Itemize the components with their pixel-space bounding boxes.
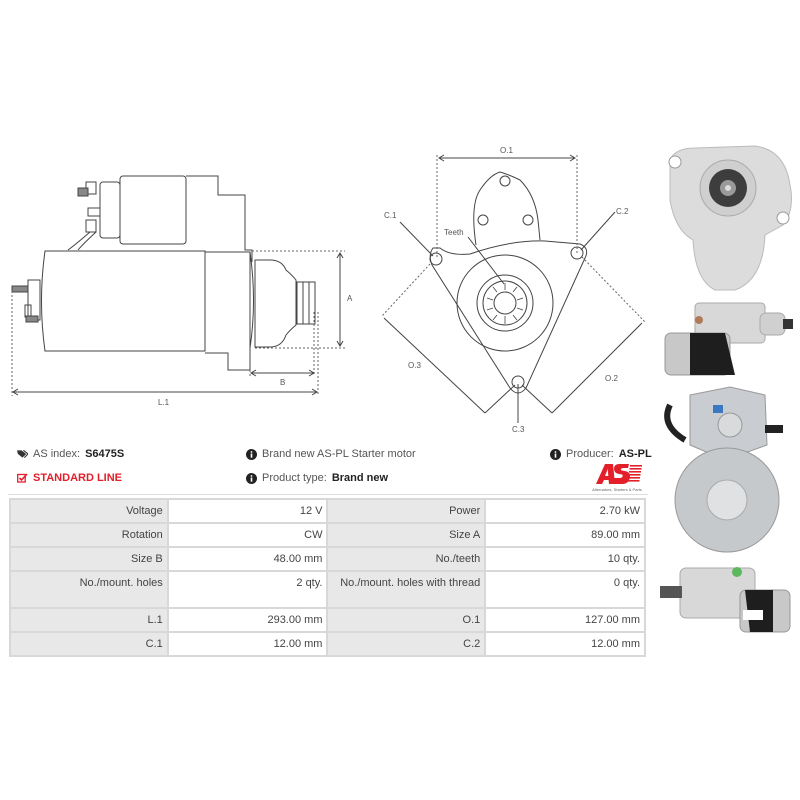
spec-label: Power <box>326 498 487 524</box>
table-row: Rotation CW Size A 89.00 mm <box>9 522 646 548</box>
spec-value: 12.00 mm <box>484 631 646 657</box>
table-row: Size B 48.00 mm No./teeth 10 qty. <box>9 546 646 572</box>
as-pl-logo: Alternators, Starters & Parts <box>583 462 651 496</box>
logo-tagline: Alternators, Starters & Parts <box>592 487 642 492</box>
standard-line-badge: STANDARD LINE <box>17 472 122 484</box>
front-view-drawing: O.1 C.1 C.2 Teeth O.3 O.2 C.3 <box>370 140 660 440</box>
spec-label: Size B <box>9 546 169 572</box>
spec-value: 2.70 kW <box>484 498 646 524</box>
divider <box>8 494 648 495</box>
spec-value: 12 V <box>166 498 329 524</box>
product-info: AS index: S6475S STANDARD LINE Brand new… <box>0 440 660 498</box>
dim-label-a: A <box>347 294 353 303</box>
dim-label-c3: C.3 <box>512 425 525 434</box>
standard-line-label: STANDARD LINE <box>33 472 123 484</box>
spec-label: Rotation <box>9 522 169 548</box>
dim-label-c2: C.2 <box>616 207 629 216</box>
info-icon <box>246 448 257 460</box>
spec-label: Size A <box>326 522 487 548</box>
spec-label: C.1 <box>9 631 169 657</box>
table-row: L.1 293.00 mm O.1 127.00 mm <box>9 607 646 633</box>
table-row: C.1 12.00 mm C.2 12.00 mm <box>9 631 646 657</box>
description-text: Brand new AS-PL Starter motor <box>262 448 416 460</box>
tag-icon <box>17 449 28 460</box>
spec-label: Voltage <box>9 498 169 524</box>
side-view-drawing: A B L.1 <box>0 170 360 410</box>
spec-label: No./teeth <box>326 546 487 572</box>
spec-label: No./mount. holes <box>9 570 169 609</box>
as-index-value: S6475S <box>85 448 125 460</box>
product-type-value: Brand new <box>331 472 389 484</box>
producer: Producer: AS-PL <box>550 448 652 460</box>
product-type-label: Product type: <box>262 472 327 484</box>
spec-label: O.1 <box>326 607 487 633</box>
dim-label-l1: L.1 <box>158 398 170 407</box>
product-photo-front[interactable] <box>655 140 800 660</box>
dim-label-teeth: Teeth <box>444 228 464 237</box>
dim-label-o3: O.3 <box>408 361 421 370</box>
spec-label: No./mount. holes with thread <box>326 570 487 609</box>
producer-label: Producer: <box>566 448 614 460</box>
spec-value: 127.00 mm <box>484 607 646 633</box>
dim-label-b: B <box>280 378 285 387</box>
info-icon <box>550 448 561 460</box>
spec-value: 0 qty. <box>484 570 646 609</box>
spec-value: 12.00 mm <box>166 631 329 657</box>
table-row: No./mount. holes 2 qty. No./mount. holes… <box>9 570 646 609</box>
spec-label: L.1 <box>9 607 169 633</box>
as-index-label: AS index: <box>33 448 81 460</box>
spec-value: CW <box>166 522 329 548</box>
info-icon <box>246 472 257 484</box>
dim-label-o1: O.1 <box>500 146 513 155</box>
spec-value: 293.00 mm <box>166 607 329 633</box>
as-index: AS index: S6475S <box>17 448 124 460</box>
producer-value: AS-PL <box>618 448 652 460</box>
spec-value: 10 qty. <box>484 546 646 572</box>
table-row: Voltage 12 V Power 2.70 kW <box>9 498 646 524</box>
product-description: Brand new AS-PL Starter motor <box>246 448 416 460</box>
checkbox-icon <box>17 473 28 484</box>
dim-label-o2: O.2 <box>605 374 618 383</box>
spec-value: 48.00 mm <box>166 546 329 572</box>
specs-table: Voltage 12 V Power 2.70 kW Rotation CW S… <box>9 498 646 657</box>
spec-value: 2 qty. <box>166 570 329 609</box>
product-type: Product type: Brand new <box>246 472 388 484</box>
spec-value: 89.00 mm <box>484 522 646 548</box>
dim-label-c1: C.1 <box>384 211 397 220</box>
spec-label: C.2 <box>326 631 487 657</box>
